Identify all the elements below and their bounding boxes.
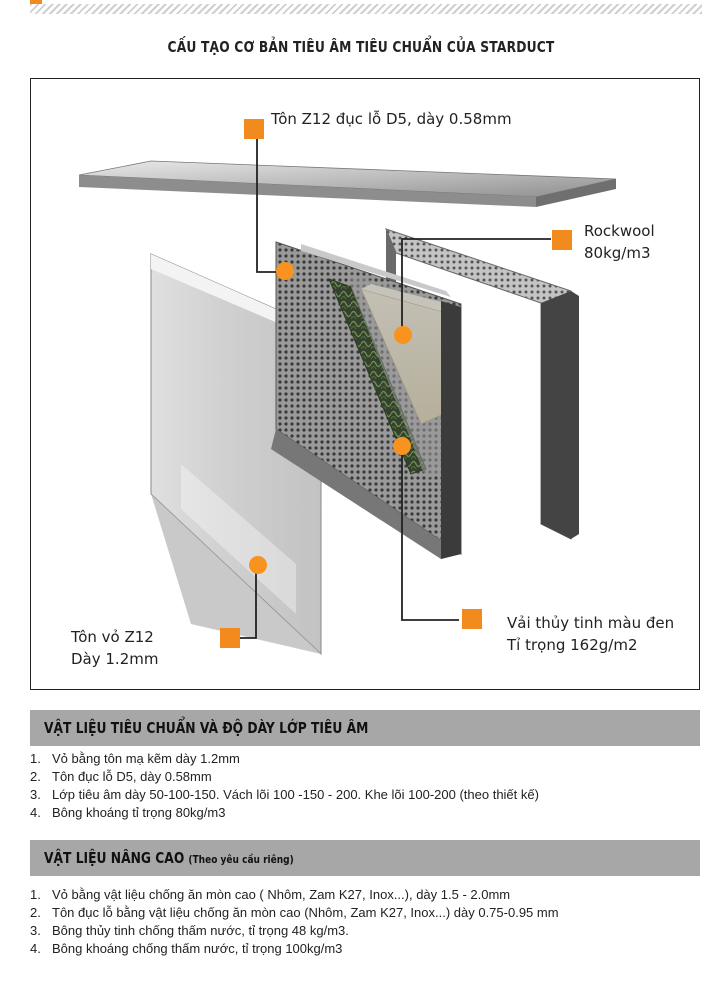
marker-square-rockwool xyxy=(552,230,572,250)
list-item: 3.Lớp tiêu âm dày 50-100-150. Vách lõi 1… xyxy=(30,787,539,802)
callout-markers xyxy=(220,119,572,648)
marker-dot-rockwool xyxy=(394,326,412,344)
standard-materials-list: 1.Vỏ bằng tôn mạ kẽm dày 1.2mm 2.Tôn đục… xyxy=(30,750,710,822)
list-item: 2.Tôn đục lỗ bằng vật liệu chống ăn mòn … xyxy=(30,905,559,920)
callout-outer-shell: Tôn vỏ Z12 Dày 1.2mm xyxy=(71,626,158,670)
callout-glass-cloth: Vải thủy tinh màu đen Tỉ trọng 162g/m2 xyxy=(507,612,674,656)
diagram-frame: Tôn Z12 đục lỗ D5, dày 0.58mm Rockwool 8… xyxy=(30,78,700,690)
marker-square-shell xyxy=(220,628,240,648)
duct-illustration xyxy=(78,119,617,656)
section-header-standard: VẬT LIỆU TIÊU CHUẨN VÀ ĐỘ DÀY LỚP TIÊU Â… xyxy=(30,710,700,746)
callout-perforated-sheet: Tôn Z12 đục lỗ D5, dày 0.58mm xyxy=(271,108,512,130)
section-header-advanced: VẬT LIỆU NÂNG CAO(Theo yêu cầu riêng) xyxy=(30,840,700,876)
callout-text: Vải thủy tinh màu đen xyxy=(507,614,675,632)
marker-dot-cloth xyxy=(393,437,411,455)
accent-mark xyxy=(30,0,42,4)
callout-text: Dày 1.2mm xyxy=(71,650,159,668)
callout-text: 80kg/m3 xyxy=(584,244,651,262)
list-item: 4.Bông khoáng tỉ trọng 80kg/m3 xyxy=(30,805,226,820)
advanced-materials-list: 1.Vỏ bằng vật liệu chống ăn mòn cao ( Nh… xyxy=(30,886,710,958)
callout-text: Tôn vỏ Z12 xyxy=(71,628,154,646)
list-item: 3.Bông thủy tinh chống thấm nước, tỉ trọ… xyxy=(30,923,349,938)
marker-dot-sheet xyxy=(276,262,294,280)
leader-lines xyxy=(239,128,551,639)
list-item: 4.Bông khoáng chống thấm nước, tỉ trọng … xyxy=(30,941,343,956)
marker-dot-shell xyxy=(249,556,267,574)
inner-frame xyxy=(351,274,461,559)
marker-square-cloth xyxy=(462,609,482,629)
section-title: VẬT LIỆU TIÊU CHUẨN VÀ ĐỘ DÀY LỚP TIÊU Â… xyxy=(44,719,369,737)
callout-text: Rockwool xyxy=(584,222,655,240)
callout-text: Tỉ trọng 162g/m2 xyxy=(507,636,638,654)
callout-text: Tôn Z12 đục lỗ D5, dày 0.58mm xyxy=(271,110,512,128)
page-title: CẤU TẠO CƠ BẢN TIÊU ÂM TIÊU CHUẨN CỦA ST… xyxy=(167,38,555,56)
marker-square-sheet xyxy=(244,119,264,139)
list-item: 1.Vỏ bằng vật liệu chống ăn mòn cao ( Nh… xyxy=(30,887,511,902)
top-sheet xyxy=(78,160,617,207)
callout-rockwool: Rockwool 80kg/m3 xyxy=(584,220,655,264)
callout-dots xyxy=(249,262,412,574)
decorative-stripe xyxy=(30,4,702,14)
section-title: VẬT LIỆU NÂNG CAO(Theo yêu cầu riêng) xyxy=(44,849,294,867)
section-note: (Theo yêu cầu riêng) xyxy=(188,853,294,866)
list-item: 2.Tôn đục lỗ D5, dày 0.58mm xyxy=(30,769,212,784)
list-item: 1.Vỏ bằng tôn mạ kẽm dày 1.2mm xyxy=(30,751,240,766)
